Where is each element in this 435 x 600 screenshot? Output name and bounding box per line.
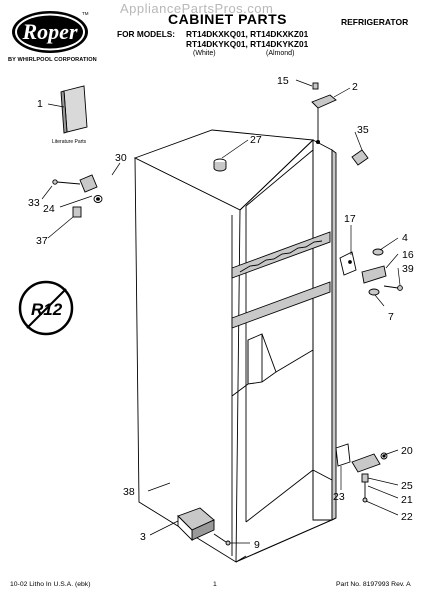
callout-4: 4	[402, 232, 408, 244]
models-line-1: RT14DKXKQ01, RT14DKXKZ01	[186, 29, 309, 39]
brand-subline: BY WHIRLPOOL CORPORATION	[8, 57, 97, 63]
divider-bar-lower	[231, 281, 331, 329]
callout-35: 35	[357, 124, 369, 136]
top-plug	[213, 158, 227, 172]
callout-3: 3	[140, 531, 146, 543]
callout-15: 15	[277, 75, 289, 87]
color-almond: (Almond)	[266, 50, 295, 57]
callout-27: 27	[250, 134, 262, 146]
models-label: FOR MODELS:	[117, 29, 176, 39]
callout-38: 38	[123, 486, 135, 498]
divider-bar-upper	[231, 231, 331, 279]
page-title: CABINET PARTS	[168, 11, 288, 27]
front-leg	[177, 507, 231, 546]
callout-22: 22	[401, 511, 413, 523]
footer-part-number: Part No. 8197993 Rev. A	[336, 581, 411, 588]
callout-33: 33	[28, 197, 40, 209]
callout-21: 21	[401, 494, 413, 506]
callout-39: 39	[402, 263, 414, 275]
callout-23: 23	[333, 491, 345, 503]
left-hinge-parts	[52, 174, 103, 218]
watermark: AppliancePartsPros.com	[120, 1, 274, 16]
top-hinge	[311, 82, 337, 145]
callout-16: 16	[402, 249, 414, 261]
callout-2: 2	[352, 81, 358, 93]
inner-liner-detail	[231, 333, 314, 397]
callout-9: 9	[254, 539, 260, 551]
callout-17: 17	[344, 213, 356, 225]
r12-emblem: R12	[18, 280, 74, 336]
literature-booklet: Literature Parts	[52, 85, 88, 145]
trademark: TM	[82, 11, 89, 16]
models-line-2: RT14DKYKQ01, RT14DKYKZ01	[186, 39, 309, 49]
roller-part	[351, 149, 369, 166]
callout-1: 1	[37, 98, 43, 110]
callout-25: 25	[401, 480, 413, 492]
callout-numbers: 1 2 3 4 7 9 15 16 17 20 21 22 23 24 25 2…	[28, 75, 414, 551]
center-hinge	[339, 248, 403, 296]
footer-litho: 10-02 Litho In U.S.A. (ebk)	[10, 581, 91, 588]
callout-37: 37	[36, 235, 48, 247]
footer-page-number: 1	[213, 581, 217, 588]
literature-label: Literature Parts	[52, 139, 87, 145]
category-label: REFRIGERATOR	[341, 17, 409, 27]
leader-lines	[41, 79, 401, 544]
cabinet-shell	[133, 129, 337, 563]
r12-text: R12	[31, 300, 63, 319]
callout-7: 7	[388, 311, 394, 323]
logo-text: Roper	[22, 19, 78, 44]
callout-30: 30	[115, 152, 127, 164]
color-white: (White)	[193, 50, 216, 57]
callout-24: 24	[43, 203, 55, 215]
callout-20: 20	[401, 445, 413, 457]
roper-logo: Roper TM	[12, 11, 89, 53]
